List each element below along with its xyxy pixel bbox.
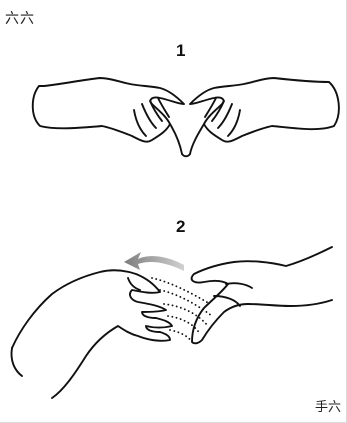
sign-title: 六六: [5, 11, 35, 27]
step-2-hands-illustration: [11, 247, 332, 398]
step-2-receiving-hand: [192, 247, 332, 343]
footer-text: 手六: [315, 401, 341, 415]
step-1-right-hand: [190, 78, 339, 142]
motion-arrow-icon: [124, 252, 184, 271]
step-1-label: 1: [176, 42, 185, 60]
step-2-label: 2: [176, 218, 185, 236]
step-2-moving-hand: [12, 270, 172, 398]
step-1-hands-illustration: [33, 78, 339, 156]
step-1-left-hand: [33, 78, 184, 142]
